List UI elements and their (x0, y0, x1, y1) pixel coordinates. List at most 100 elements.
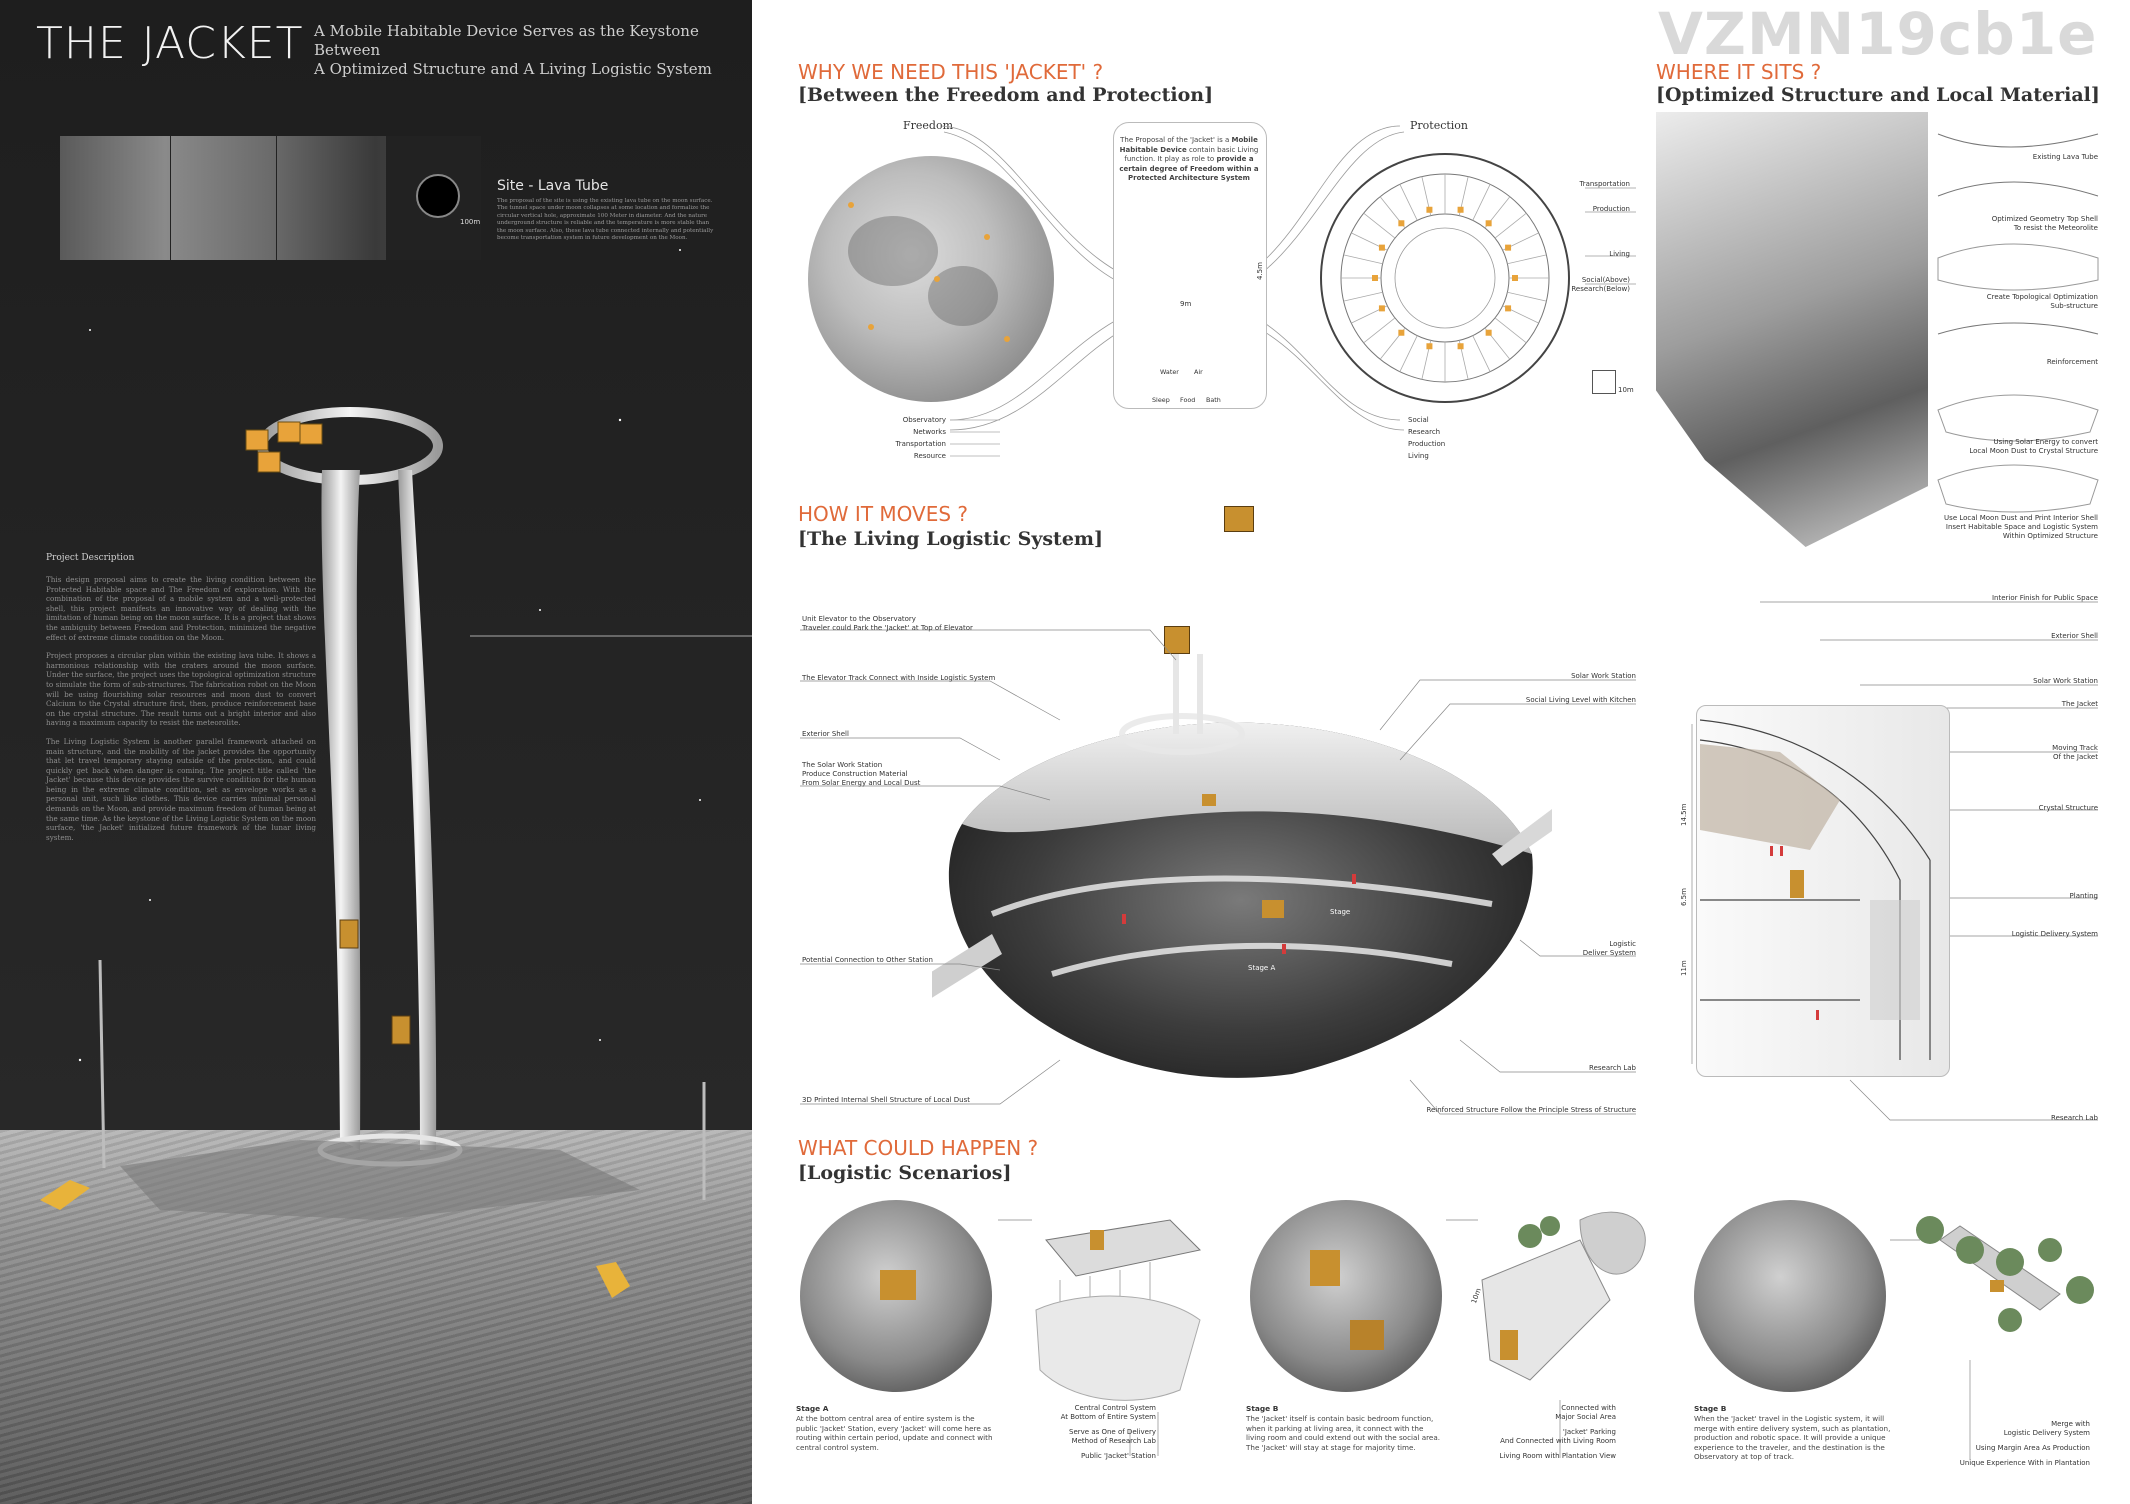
left-panel: THE JACKET A Mobile Habitable Device Ser… (0, 0, 752, 1504)
scenario-a-label: Central Control System (1074, 1404, 1156, 1412)
how-label: Social Living Level with Kitchen (1525, 696, 1636, 704)
stage-marker: Stage (1330, 908, 1351, 916)
how-label: Unit Elevator to the Observatory (802, 615, 916, 623)
section-label: Planting (2069, 892, 2098, 900)
section-dim-upper: 14.5m (1680, 803, 1688, 826)
project-body: This design proposal aims to create the … (46, 575, 316, 851)
scenario-c-label: Merge with (2051, 1420, 2090, 1428)
what-subtitle: [Logistic Scenarios] (798, 1162, 1012, 1184)
how-label: Exterior Shell (802, 730, 849, 738)
jacket-concept-card (1113, 122, 1267, 409)
scenario-a-stage: Stage A (796, 1404, 829, 1413)
plan-label: Living (1609, 250, 1630, 258)
card-text-middle: contain basic Living function. It play a… (1124, 145, 1259, 164)
section-label: The Jacket (2061, 700, 2098, 708)
scenario-a-text: At the bottom central area of entire sys… (796, 1414, 993, 1452)
site-image-1 (60, 136, 171, 260)
station-dot (934, 276, 940, 282)
jacket-in-station (880, 1270, 916, 1300)
jacket-rover-left (40, 1180, 90, 1210)
jacket-observatory-top (1224, 506, 1254, 532)
how-label: Logistic (1609, 940, 1636, 948)
why-title: WHY WE NEED THIS 'JACKET' ? (798, 60, 1104, 84)
how-subtitle: [The Living Logistic System] (798, 528, 1104, 550)
what-title: WHAT COULD HAPPEN ? (798, 1136, 1039, 1160)
site-scale-label: 100m (460, 218, 481, 226)
card-text-intro: The Proposal of the 'Jacket' is a (1120, 136, 1230, 144)
section-label: Of the Jacket (2053, 753, 2098, 761)
scenario-b-text: The 'Jacket' itself is contain basic bed… (1246, 1414, 1441, 1452)
protection-item: Living (1408, 452, 1429, 460)
where-step: Sub-structure (2050, 302, 2098, 310)
where-step: Use Local Moon Dust and Print Interior S… (1944, 514, 2098, 522)
watermark: VZMN19cb1e (1658, 0, 2098, 68)
project-paragraph: This design proposal aims to create the … (46, 575, 316, 642)
section-label: Logistic Delivery System (2011, 930, 2098, 938)
where-step: Create Topological Optimization (1986, 293, 2098, 301)
card-text-bold-device: Mobile Habitable Device (1119, 136, 1258, 154)
jacket-units-top (245, 421, 323, 473)
icon-label-food: Food (1180, 396, 1196, 404)
project-heading: Project Description (46, 553, 135, 563)
scenario-a-closeup (800, 1200, 992, 1392)
freedom-item: Networks (913, 428, 946, 436)
how-label: Potential Connection to Other Station (802, 956, 933, 964)
jacket-width-dim: 9m (1180, 300, 1192, 308)
how-title: HOW IT MOVES ? (798, 502, 969, 526)
where-title: WHERE IT SITS ? (1656, 60, 1822, 84)
scenario-b-label: 'Jacket' Parking (1562, 1428, 1616, 1436)
freedom-item: Resource (913, 452, 946, 460)
where-step: Using Solar Energy to convert (1993, 438, 2098, 446)
freedom-item: Transportation (895, 440, 946, 448)
moon-mare (848, 216, 938, 286)
jacket-in-living (1310, 1250, 1340, 1286)
scenario-c-label: Using Margin Area As Production (1975, 1444, 2090, 1452)
elevator-tower-render (40, 249, 752, 1298)
plaza-platform (120, 1140, 640, 1220)
how-label: Produce Construction Material (802, 770, 908, 778)
section-label: Solar Work Station (2033, 677, 2098, 685)
stage-marker: Stage A (1248, 964, 1276, 972)
how-label: Deliver System (1582, 949, 1636, 957)
protection-item: Production (1408, 440, 1446, 448)
protection-item: Research (1408, 428, 1441, 436)
section-label: Interior Finish for Public Space (1991, 594, 2098, 602)
how-label: The Elevator Track Connect with Inside L… (802, 674, 996, 682)
scenario-b-stage: Stage B (1246, 1404, 1279, 1413)
jacket-in-living (1350, 1320, 1384, 1350)
where-step: Optimized Geometry Top Shell (1991, 215, 2098, 223)
site-heading: Site - Lava Tube (497, 178, 609, 194)
scenario-b-closeup (1250, 1200, 1442, 1392)
how-label: 3D Printed Internal Shell Structure of L… (802, 1096, 970, 1104)
site-image-strip: 100m (60, 136, 481, 260)
jacket-concept-text: The Proposal of the 'Jacket' is a Mobile… (1118, 136, 1260, 184)
logistic-section-cut (1696, 705, 1950, 1077)
scenario-b-label: Connected with (1561, 1404, 1616, 1412)
moon-globe (808, 156, 1054, 402)
plan-label: Social(Above) (1581, 276, 1630, 284)
plan-label: Research(Below) (1571, 285, 1630, 293)
site-image-4: 100m (386, 136, 481, 260)
jacket-unit-low (391, 1015, 411, 1045)
site-image-2 (170, 136, 277, 260)
where-subtitle: [Optimized Structure and Local Material] (1656, 84, 2100, 106)
icon-label-air: Air (1194, 368, 1203, 376)
tower-right-leg (398, 470, 437, 1150)
scenario-c-label: Unique Experience With in Plantation (1959, 1459, 2090, 1467)
plan-label: Production (1592, 205, 1630, 213)
station-dot (984, 234, 990, 240)
station-dot (848, 202, 854, 208)
section-label: Research Lab (2051, 1114, 2098, 1122)
scenario-a-label: Serve as One of Delivery (1069, 1428, 1156, 1436)
how-label: Solar Work Station (1571, 672, 1636, 680)
how-label: Reinforced Structure Follow the Principl… (1426, 1106, 1636, 1114)
living-logistic-system-render (932, 654, 1552, 1078)
why-subtitle: [Between the Freedom and Protection] (798, 84, 1214, 106)
subtitle-line-1: A Mobile Habitable Device Serves as the … (314, 22, 699, 59)
lava-tube-hole (416, 174, 460, 218)
jacket-parked-elevator (1164, 626, 1190, 654)
station-dot (1004, 336, 1010, 342)
scenario-a-label: Public 'Jacket' Station (1081, 1452, 1156, 1460)
scenario-b-label: And Connected with Living Room (1500, 1437, 1616, 1445)
how-label: Traveler could Park the 'Jacket' at Top … (802, 624, 973, 632)
